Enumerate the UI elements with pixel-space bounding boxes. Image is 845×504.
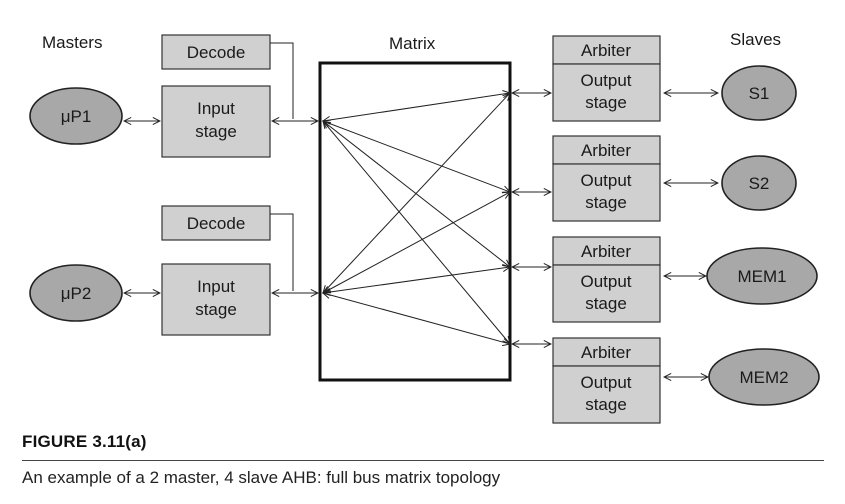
- input-stage-label-1b: stage: [195, 122, 237, 141]
- figure-number: FIGURE 3.11(a): [22, 432, 147, 451]
- master-up2-oval: [29, 264, 123, 322]
- output-stage-box-4: [552, 365, 661, 424]
- decode-box-2: [161, 205, 271, 241]
- slave-s1-oval: [721, 65, 797, 121]
- figure-caption: An example of a 2 master, 4 slave AHB: f…: [22, 468, 501, 487]
- master-up1-label: μP1: [61, 107, 92, 126]
- master-up2-label: μP2: [61, 284, 92, 303]
- masters-header: Masters: [42, 33, 102, 52]
- crossbar-lines: [323, 93, 510, 344]
- arbiter-box-4: [552, 337, 661, 367]
- decode1-connector: [270, 42, 294, 119]
- crossbar-link-m2-mem2: [323, 293, 510, 344]
- output-stage-box-2: [552, 163, 661, 222]
- matrix-box: [318, 61, 512, 382]
- matrix-header: Matrix: [389, 34, 436, 53]
- output-stage-label-3b: stage: [585, 294, 627, 313]
- master-up1-oval: [29, 87, 123, 145]
- decode2-connector: [270, 213, 294, 291]
- arbiter-box-1: [552, 35, 661, 65]
- crossbar-link-m2-mem1: [323, 267, 510, 293]
- output-stage-label-2b: stage: [585, 193, 627, 212]
- caption-divider: [22, 460, 824, 461]
- slave-mem2-oval: [708, 348, 820, 406]
- slaves-header: Slaves: [730, 30, 781, 49]
- arbiter-label-1: Arbiter: [581, 41, 631, 60]
- slave-mem1-oval: [706, 247, 818, 305]
- slave-port-4: Arbiter Output stage MEM2: [512, 337, 820, 424]
- decode-label-2: Decode: [187, 214, 246, 233]
- output-stage-label-1a: Output: [580, 71, 631, 90]
- master-1-group: Decode Input stage μP1: [29, 34, 318, 158]
- slave-mem1-label: MEM1: [737, 267, 786, 286]
- input-stage-label-1a: Input: [197, 99, 235, 118]
- slave-port-1: Arbiter Output stage S1: [512, 35, 797, 122]
- arbiter-box-3: [552, 236, 661, 266]
- input-stage-box-1: [161, 85, 271, 158]
- output-stage-label-4b: stage: [585, 395, 627, 414]
- arbiter-label-4: Arbiter: [581, 343, 631, 362]
- decode-label-1: Decode: [187, 43, 246, 62]
- slave-mem2-label: MEM2: [739, 368, 788, 387]
- slave-s1-label: S1: [749, 84, 770, 103]
- master-2-group: Decode Input stage μP2: [29, 205, 318, 336]
- output-stage-box-1: [552, 63, 661, 122]
- arbiter-label-2: Arbiter: [581, 141, 631, 160]
- input-stage-label-2a: Input: [197, 277, 235, 296]
- slave-s2-label: S2: [749, 174, 770, 193]
- slave-port-2: Arbiter Output stage S2: [512, 135, 797, 222]
- output-stage-label-4a: Output: [580, 373, 631, 392]
- output-stage-label-2a: Output: [580, 171, 631, 190]
- output-stage-label-1b: stage: [585, 93, 627, 112]
- input-stage-label-2b: stage: [195, 300, 237, 319]
- output-stage-box-3: [552, 264, 661, 323]
- arbiter-label-3: Arbiter: [581, 242, 631, 261]
- output-stage-label-3a: Output: [580, 272, 631, 291]
- input-stage-box-2: [161, 263, 271, 336]
- decode-box-1: [161, 34, 271, 70]
- slave-s2-oval: [721, 155, 797, 211]
- bus-matrix-diagram: Masters Matrix Slaves Decode Input stage…: [29, 30, 820, 424]
- slave-port-3: Arbiter Output stage MEM1: [512, 236, 818, 323]
